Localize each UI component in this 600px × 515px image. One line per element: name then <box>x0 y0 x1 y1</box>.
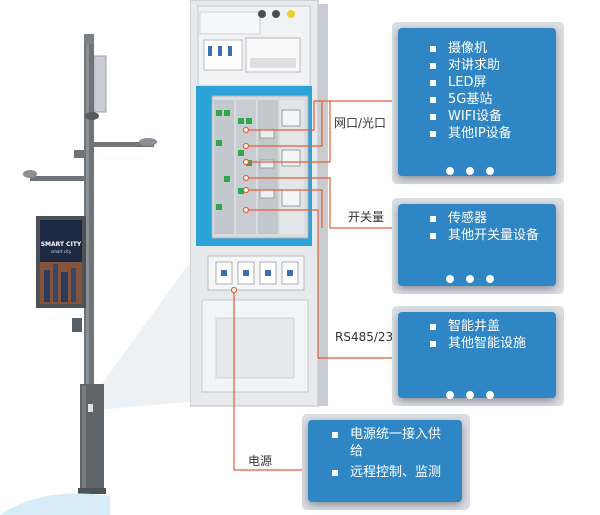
light-head-left <box>23 170 37 178</box>
label-network-port: 网口/光口 <box>332 114 389 131</box>
light-head-right <box>139 138 157 146</box>
label-serial-port: RS485/232 <box>333 330 403 344</box>
list-item: LED屏 <box>430 74 512 91</box>
list-item: 5G基站 <box>430 91 512 108</box>
view-cone <box>96 262 190 410</box>
smart-pole-illustration <box>0 34 190 515</box>
list-item: 其他开关量设备 <box>430 227 548 244</box>
list-item: 电源统一接入供给 <box>332 426 450 460</box>
label-power: 电源 <box>246 452 275 469</box>
more-dots <box>446 384 506 403</box>
screen-title: SMART CITY <box>40 241 82 248</box>
switch-devices-list: 传感器 其他开关量设备 <box>430 210 548 244</box>
list-item: 远程控制、监测 <box>332 464 450 481</box>
label-switch-signal: 开关量 <box>346 208 387 225</box>
switch-devices-box: 传感器 其他开关量设备 <box>398 204 556 286</box>
more-dots <box>446 160 506 179</box>
power-box: 电源统一接入供给 远程控制、监测 <box>308 420 462 502</box>
serial-devices-box: 智能井盖 其他智能设施 <box>398 312 556 399</box>
serial-devices-list: 智能井盖 其他智能设施 <box>430 318 526 352</box>
power-list: 电源统一接入供给 远程控制、监测 <box>332 426 450 481</box>
control-cabinet <box>190 0 328 407</box>
more-dots <box>446 268 506 287</box>
list-item: 智能井盖 <box>430 318 526 335</box>
network-devices-box: 摄像机 对讲求助 LED屏 5G基站 WIFI设备 其他IP设备 <box>398 28 556 176</box>
list-item: 其他智能设施 <box>430 335 526 352</box>
list-item: 其他IP设备 <box>430 125 512 142</box>
network-devices-list: 摄像机 对讲求助 LED屏 5G基站 WIFI设备 其他IP设备 <box>430 40 512 142</box>
list-item: WIFI设备 <box>430 108 512 125</box>
pole-camera <box>85 112 99 120</box>
screen-subtitle: smart city <box>50 249 72 254</box>
list-item: 摄像机 <box>430 40 512 57</box>
list-item: 对讲求助 <box>430 57 512 74</box>
base-cabinet-door <box>88 404 93 412</box>
list-item: 传感器 <box>430 210 548 227</box>
